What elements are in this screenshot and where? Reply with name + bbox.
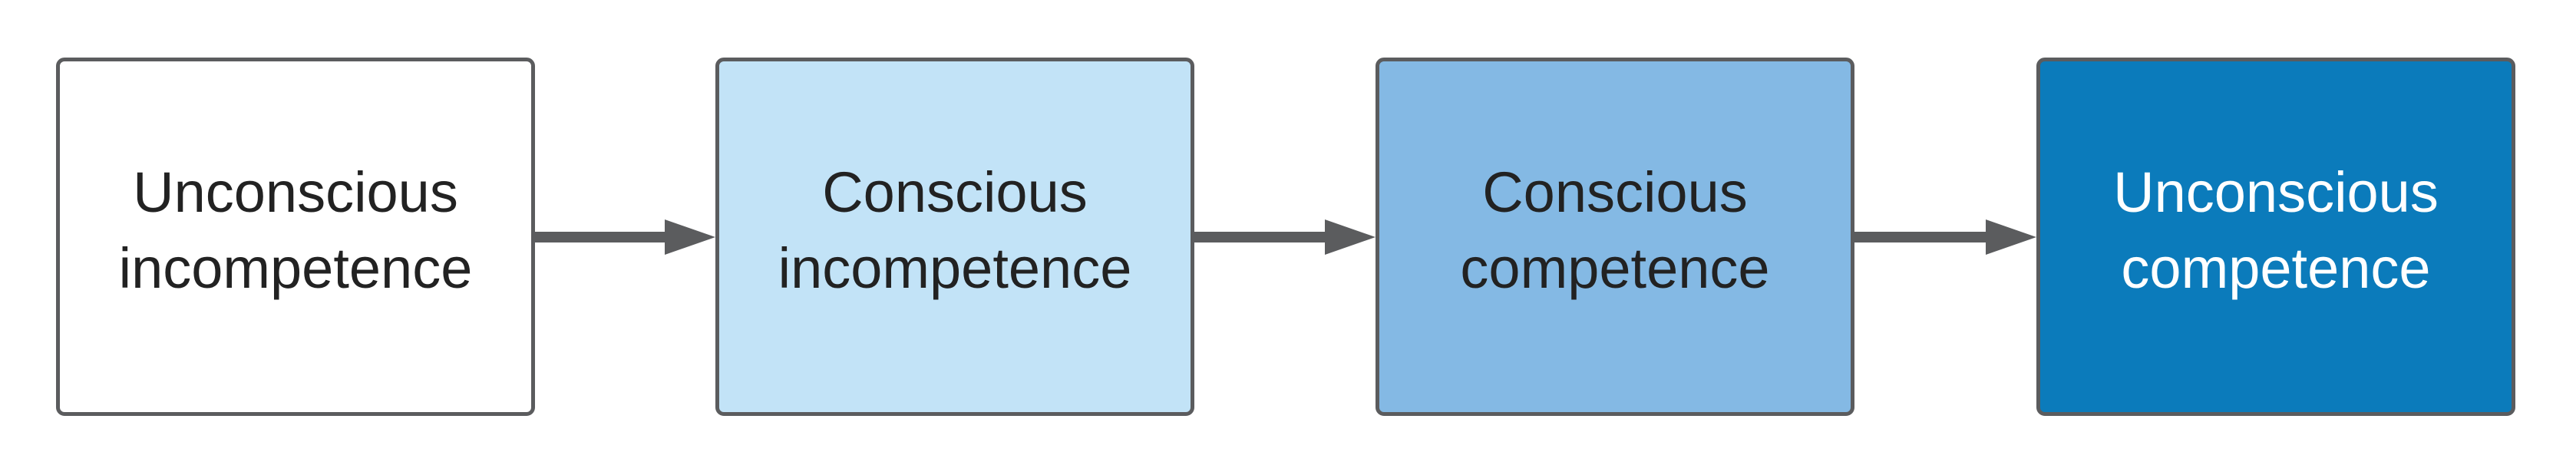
stage-label: Unconscious competence	[2113, 160, 2439, 300]
stage-box-unconscious-competence: Unconscious competence	[2036, 58, 2515, 416]
stage-box-conscious-competence: Conscious competence	[1376, 58, 1854, 416]
arrow-3	[1854, 219, 2036, 255]
stage-box-conscious-incompetence: Conscious incompetence	[715, 58, 1194, 416]
stage-label: Conscious incompetence	[778, 160, 1132, 300]
stage-box-unconscious-incompetence: Unconscious incompetence	[56, 58, 535, 416]
arrow-1	[535, 219, 715, 255]
arrow-2	[1194, 219, 1376, 255]
stage-label: Unconscious incompetence	[118, 160, 473, 300]
stage-label: Conscious competence	[1460, 160, 1770, 300]
